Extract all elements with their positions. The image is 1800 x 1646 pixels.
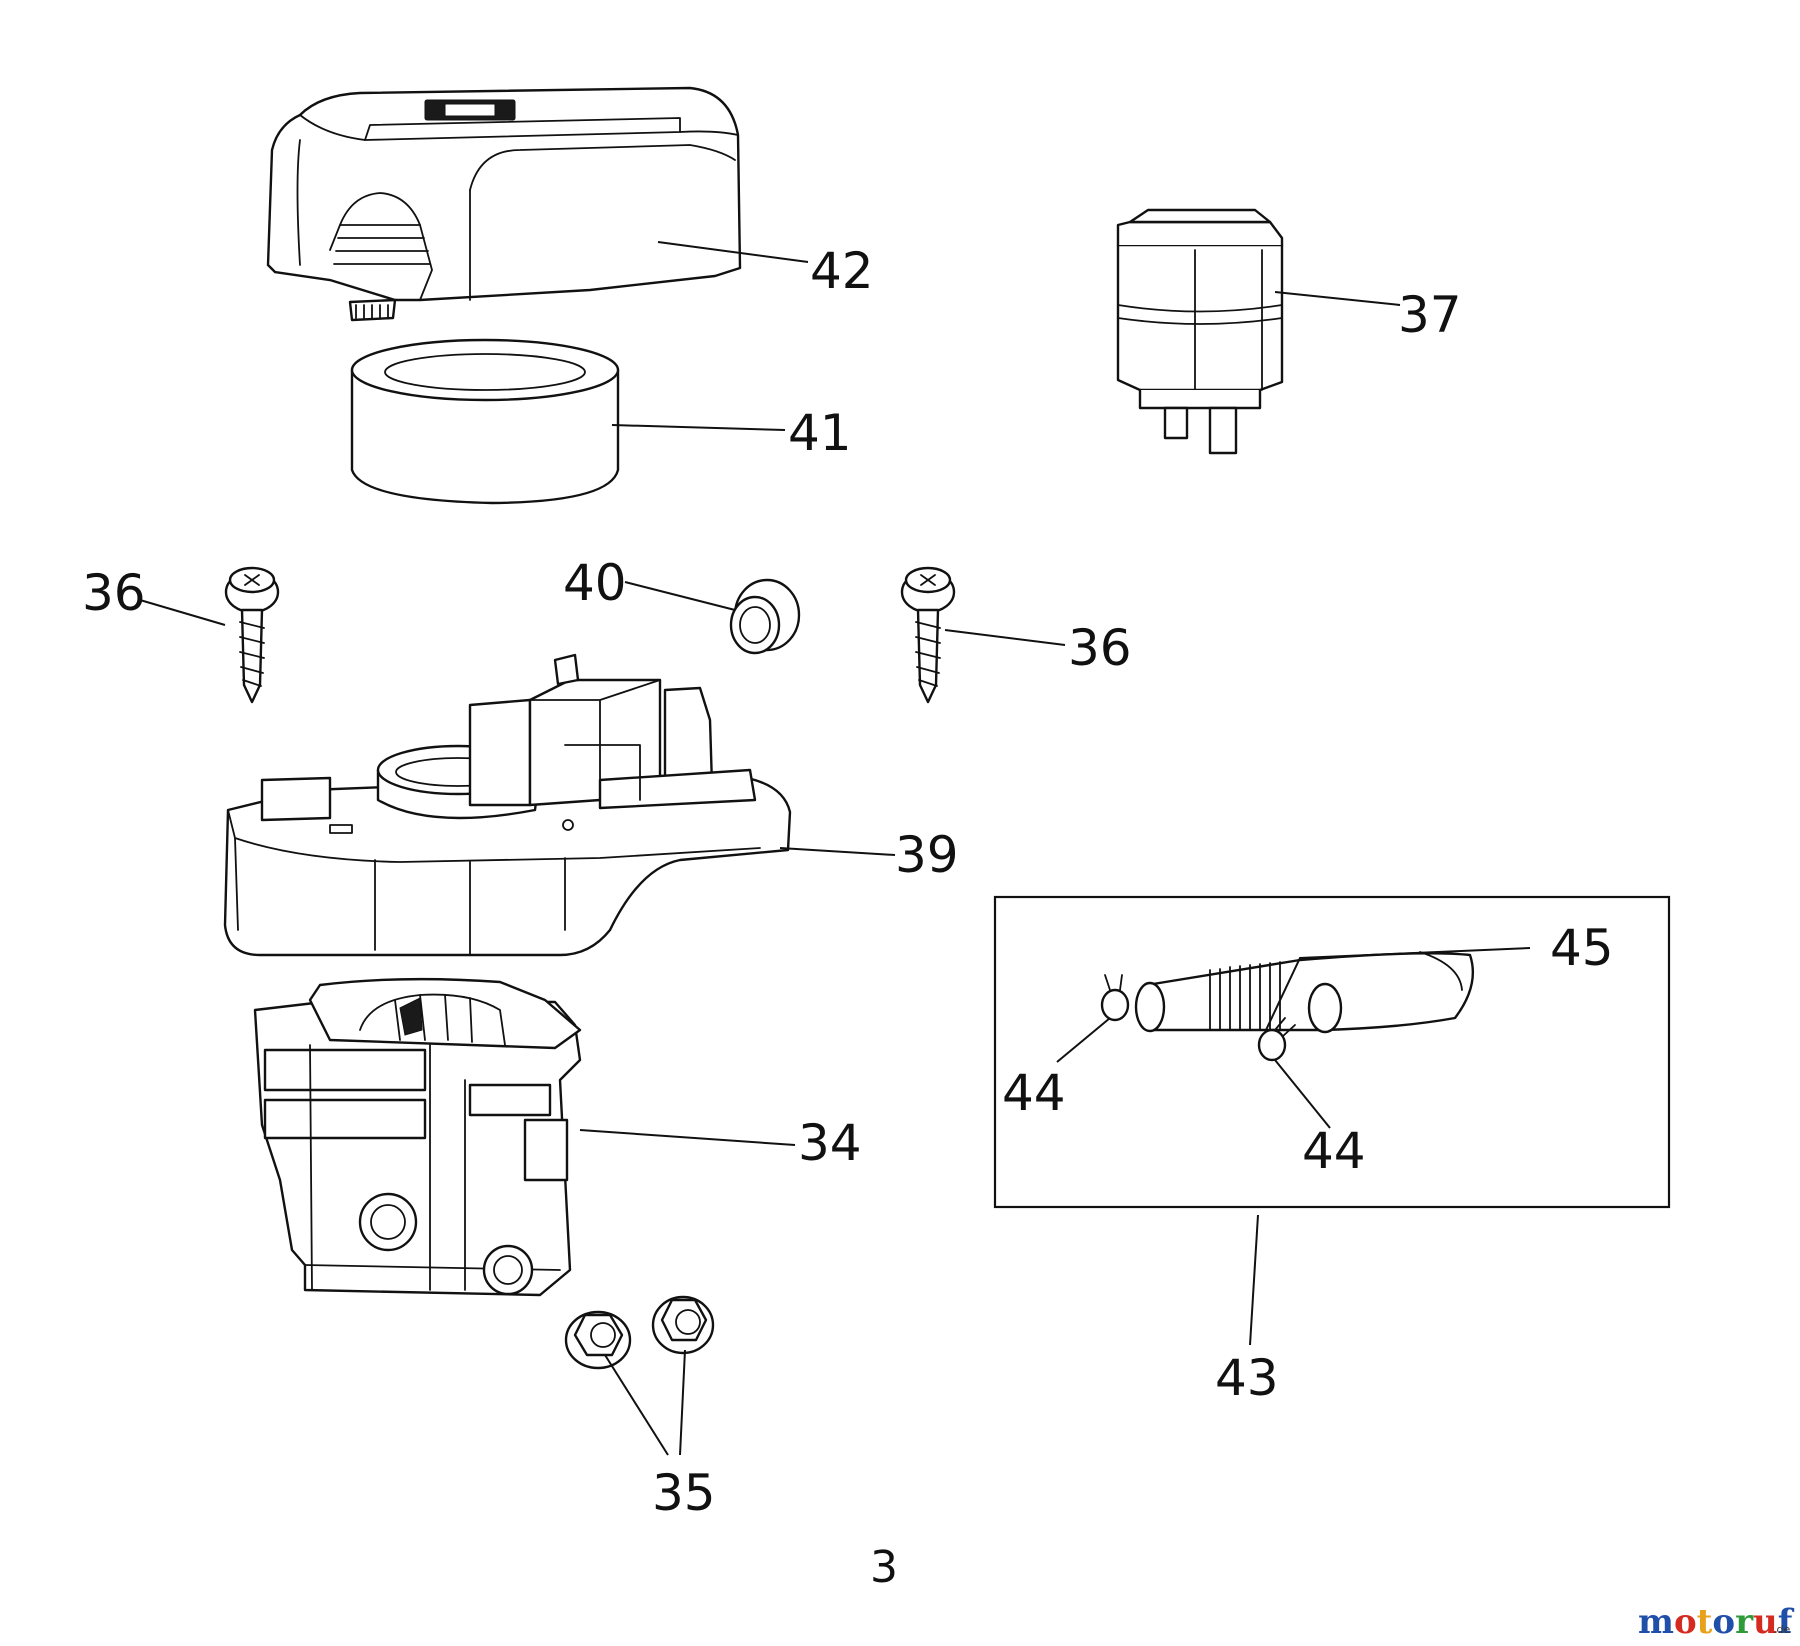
- watermark-letter: o: [1712, 1602, 1735, 1642]
- watermark-letter: t: [1697, 1602, 1713, 1642]
- part-37-rocker-switch: [1116, 208, 1284, 455]
- callout-45: 45: [1550, 919, 1614, 977]
- callout-37: 37: [1398, 286, 1462, 344]
- page-number: 3: [870, 1542, 898, 1593]
- watermark-brand: motoruf: [1638, 1602, 1795, 1642]
- watermark-letter: m: [1638, 1602, 1674, 1642]
- callout-44-left: 44: [1002, 1064, 1066, 1122]
- part-36-screw-left: [224, 566, 280, 704]
- callout-44-right: 44: [1302, 1122, 1366, 1180]
- callout-35: 35: [652, 1464, 716, 1522]
- watermark-letter: r: [1735, 1602, 1754, 1642]
- part-43-hose-kit: [993, 895, 1671, 1209]
- part-42-air-filter-cover: [266, 86, 742, 322]
- watermark-suffix: .de: [1773, 1623, 1790, 1636]
- callout-42: 42: [810, 242, 874, 300]
- part-41-foam-filter: [350, 338, 620, 505]
- callout-43: 43: [1215, 1349, 1279, 1407]
- part-34-air-box-bracket: [253, 977, 582, 1297]
- watermark-letter: o: [1674, 1602, 1697, 1642]
- callout-36-right: 36: [1068, 619, 1132, 677]
- callout-labels: 42 41 37 36 40 36 39 45 44 44 34 43 35: [82, 242, 1614, 1522]
- part-40-grommet: [729, 578, 801, 655]
- callout-41: 41: [788, 404, 852, 462]
- callout-40: 40: [563, 554, 627, 612]
- part-36-screw-right: [900, 566, 956, 704]
- part-39-housing-base: [223, 653, 792, 957]
- callout-39: 39: [895, 826, 959, 884]
- watermark-letter: f: [1778, 1602, 1795, 1642]
- callout-36-left: 36: [82, 564, 146, 622]
- watermark-letter: u: [1753, 1602, 1778, 1642]
- motoruf-watermark: motoruf .de: [1638, 1602, 1795, 1642]
- callout-34: 34: [798, 1114, 862, 1172]
- part-35-flange-nuts: [564, 1295, 715, 1370]
- leader-lines: [139, 241, 1531, 1456]
